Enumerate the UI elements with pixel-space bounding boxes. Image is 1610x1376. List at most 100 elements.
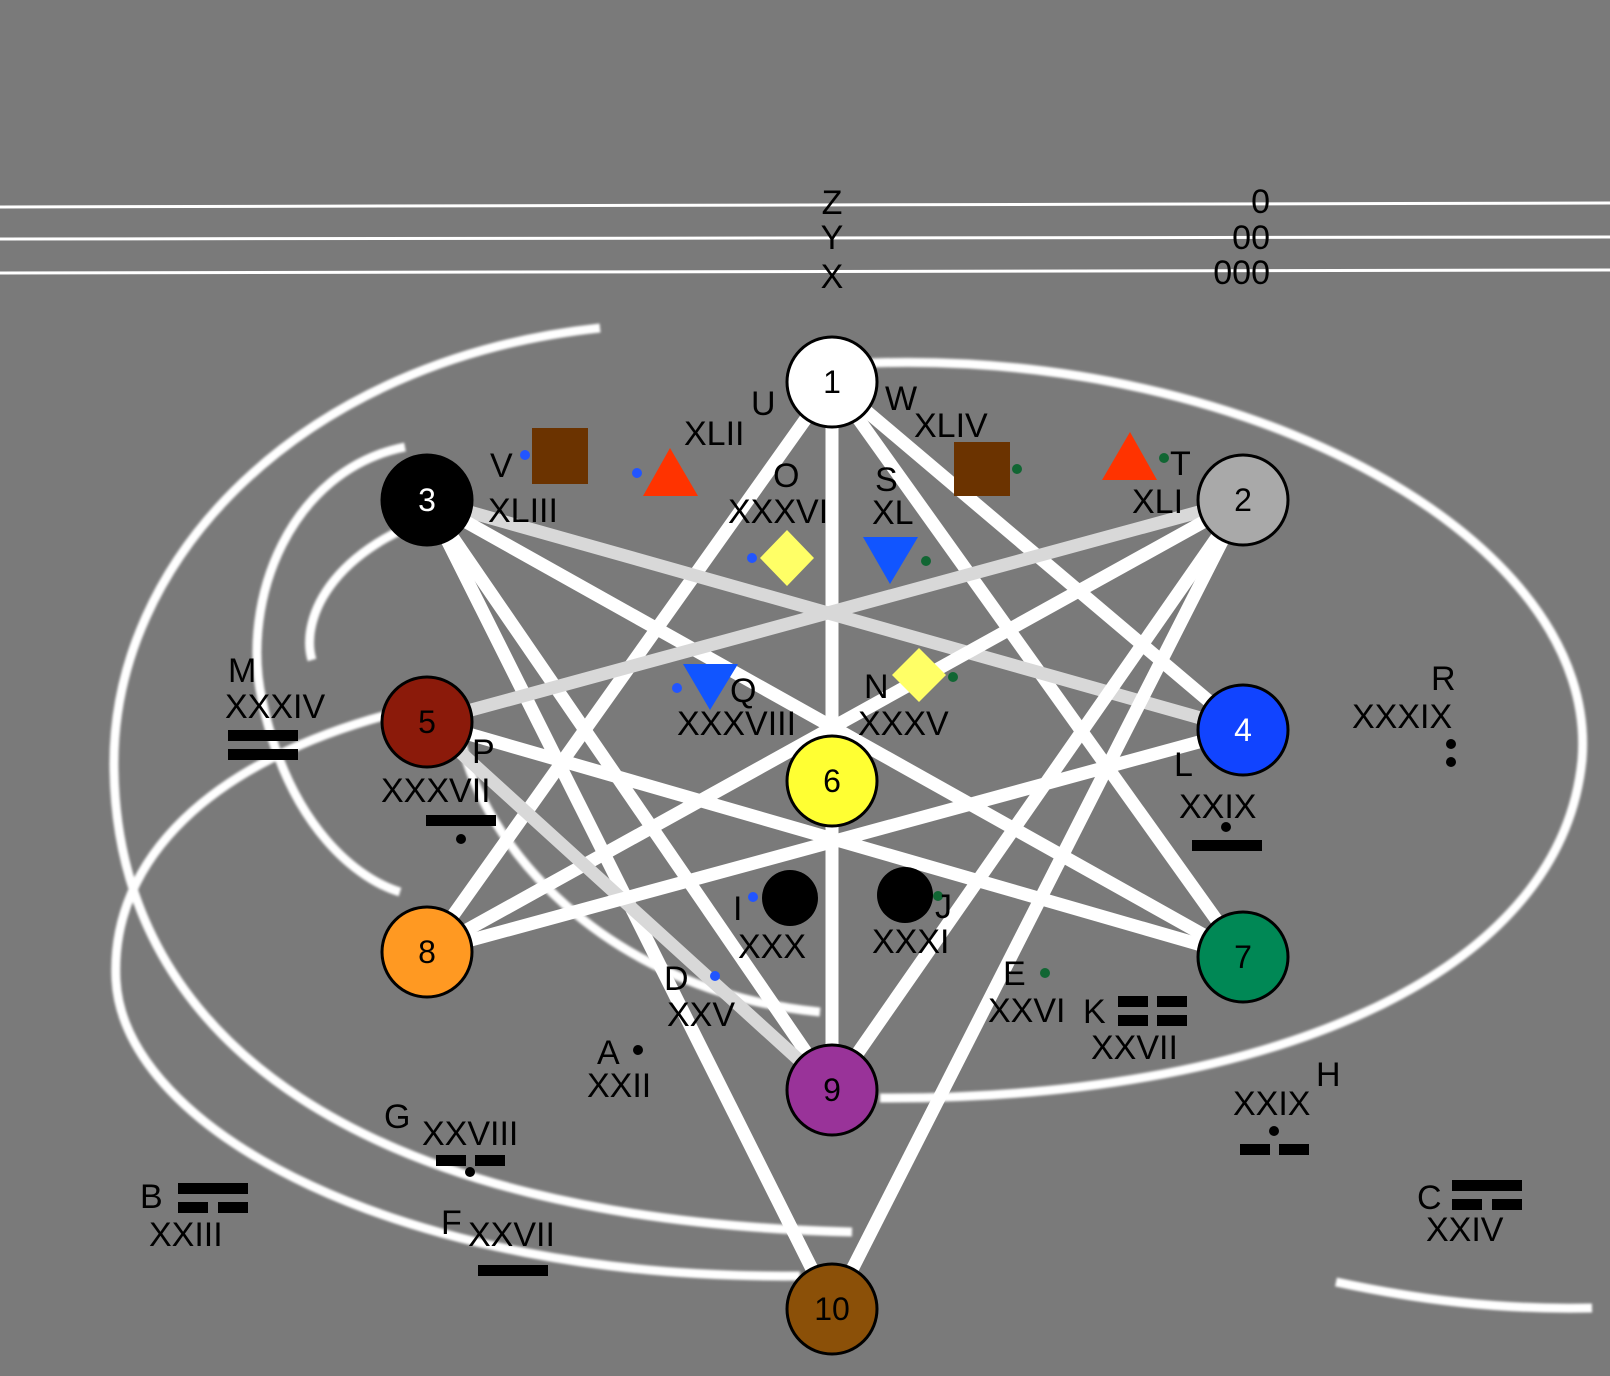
- blue-dot-d: [710, 971, 720, 981]
- label-l: L: [1174, 746, 1193, 784]
- edge-layer: [421, 377, 1249, 1312]
- label-xlii: XLII: [684, 415, 744, 453]
- blue-dot-q: [672, 683, 682, 693]
- node-8: 8: [380, 905, 474, 999]
- bar-m-1: [228, 730, 298, 741]
- label-xxvi: XXVI: [988, 992, 1065, 1030]
- node-7: 7: [1196, 910, 1290, 1004]
- header-labels: Z 0 Y 00 X 000: [821, 183, 1270, 296]
- label-b: B: [140, 1178, 163, 1216]
- edge-5-9: [422, 717, 837, 1095]
- down-triangle-marker-q: [683, 664, 738, 710]
- green-dot-n: [948, 672, 958, 682]
- label-j: J: [935, 888, 952, 926]
- bar-h-a: [1240, 1144, 1270, 1155]
- label-g: G: [384, 1098, 410, 1136]
- down-triangle-marker-s: [863, 537, 918, 584]
- node-10: 10: [785, 1262, 879, 1356]
- node-label-1: 1: [823, 364, 841, 400]
- blue-dot-u: [632, 468, 642, 478]
- label-s: S: [875, 461, 898, 499]
- square-marker-w: [954, 442, 1010, 496]
- label-xxix-h: XXIX: [1233, 1085, 1310, 1123]
- label-xli: XLI: [1132, 483, 1183, 521]
- label-k: K: [1083, 993, 1106, 1031]
- label-h: H: [1316, 1056, 1341, 1094]
- label-xxxv: XXXV: [858, 705, 949, 743]
- label-xxvii-f: XXVII: [468, 1216, 555, 1254]
- label-xxxviii: XXXVIII: [677, 705, 796, 743]
- node-circle-6: [785, 734, 879, 828]
- edge-4-8: [425, 723, 1245, 959]
- diamond-marker-n: [892, 648, 946, 702]
- node-label-8: 8: [418, 934, 436, 970]
- label-xxx: XXX: [738, 928, 806, 966]
- black-dot-r2: [1446, 757, 1456, 767]
- green-dot-e: [1040, 968, 1050, 978]
- square-marker-v: [532, 428, 588, 484]
- node-3: 3: [380, 453, 474, 547]
- node-5: 5: [380, 675, 474, 769]
- bar-c-1: [1452, 1180, 1522, 1191]
- ring-arc-lower-left: [111, 707, 801, 1281]
- node-label-3: 3: [418, 482, 436, 518]
- node-label-4: 4: [1234, 712, 1252, 748]
- label-xxix-l: XXIX: [1179, 788, 1256, 826]
- node-circle-7: [1196, 910, 1290, 1004]
- bar-h-b: [1279, 1144, 1309, 1155]
- black-dot-l: [1221, 822, 1231, 832]
- label-xxxiv: XXXIV: [225, 688, 325, 726]
- label-xxvii-k: XXVII: [1091, 1029, 1178, 1067]
- node-circle-2: [1196, 453, 1290, 547]
- label-xl: XL: [872, 494, 914, 532]
- text-labels: U XLII W XLIV V XLIII O XXXVI S XL T XLI…: [140, 380, 1504, 1254]
- ring-arc-large-left: [109, 323, 853, 1237]
- bar-k-1a: [1118, 996, 1148, 1007]
- black-dot-p: [456, 834, 466, 844]
- black-dot-g: [465, 1167, 475, 1177]
- node-circle-10: [785, 1262, 879, 1356]
- label-xxxvii: XXXVII: [381, 772, 491, 810]
- label-q: Q: [730, 672, 756, 710]
- diamond-marker-o: [760, 530, 814, 586]
- symbols: [178, 428, 1522, 1276]
- label-xxxix: XXXIX: [1352, 698, 1452, 736]
- header-letter-x: X: [821, 258, 844, 296]
- node-label-2: 2: [1234, 482, 1252, 518]
- blue-dot-o: [747, 553, 757, 563]
- label-o: O: [773, 457, 799, 495]
- node-9: 9: [785, 1043, 879, 1137]
- node-label-9: 9: [823, 1072, 841, 1108]
- node-circle-4: [1196, 683, 1290, 777]
- label-m: M: [228, 652, 256, 690]
- black-disc-marker-i: [762, 870, 818, 926]
- label-a: A: [597, 1034, 620, 1072]
- label-xliii: XLIII: [488, 492, 558, 530]
- label-u: U: [751, 385, 776, 423]
- label-w: W: [885, 380, 917, 418]
- label-t: T: [1170, 445, 1191, 483]
- node-circle-9: [785, 1043, 879, 1137]
- black-dot-h: [1269, 1126, 1279, 1136]
- label-e: E: [1003, 955, 1026, 993]
- triangle-marker-u: [643, 448, 698, 496]
- header-letter-y: Y: [821, 219, 844, 257]
- node-label-10: 10: [814, 1291, 850, 1327]
- bar-g-a: [436, 1155, 466, 1166]
- node-circle-5: [380, 675, 474, 769]
- node-4: 4: [1196, 683, 1290, 777]
- black-disc-marker-j: [877, 867, 933, 923]
- header-code-y: 00: [1232, 219, 1270, 257]
- green-dot-s: [921, 556, 931, 566]
- edge-2-9: [826, 496, 1249, 1094]
- label-p: P: [472, 733, 495, 771]
- label-xxii: XXII: [587, 1067, 651, 1105]
- edge-2-5: [425, 493, 1245, 729]
- label-xxv: XXV: [667, 996, 735, 1034]
- node-1: 1: [785, 335, 879, 429]
- header-letter-z: Z: [822, 184, 843, 222]
- bar-c-2a: [1452, 1199, 1482, 1210]
- header-rules: [0, 201, 1610, 275]
- node-2: 2: [1196, 453, 1290, 547]
